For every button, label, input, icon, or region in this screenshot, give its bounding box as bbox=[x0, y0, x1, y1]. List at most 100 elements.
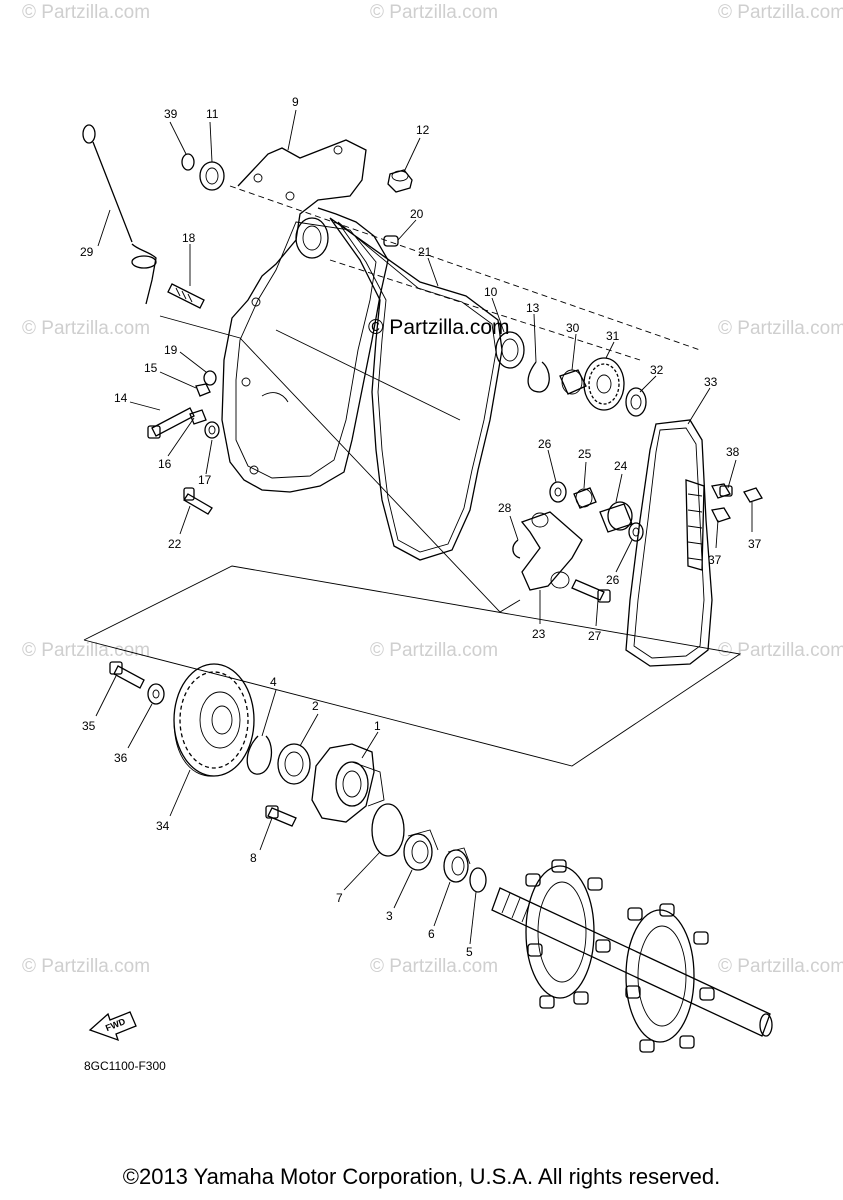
callout-21: 21 bbox=[418, 245, 432, 259]
fwd-arrow-icon: FWD bbox=[88, 1011, 137, 1042]
bearing-housing-part[interactable] bbox=[311, 743, 385, 823]
callout-26: 26 bbox=[538, 437, 552, 451]
callout-24: 24 bbox=[614, 459, 628, 473]
driven-sprocket-part[interactable] bbox=[173, 663, 255, 777]
clip-part[interactable] bbox=[512, 539, 521, 559]
callout-5: 5 bbox=[466, 945, 473, 959]
callout-17: 17 bbox=[198, 473, 212, 487]
callout-16: 16 bbox=[158, 457, 172, 471]
callout-34: 34 bbox=[156, 819, 170, 833]
oil-seal-part[interactable] bbox=[199, 161, 225, 191]
callout-15: 15 bbox=[144, 361, 158, 375]
callout-23: 23 bbox=[532, 627, 546, 641]
dowel-pin-part[interactable] bbox=[383, 235, 399, 247]
o-ring-part[interactable] bbox=[181, 153, 195, 171]
watermark-text: © Partzilla.com bbox=[718, 2, 843, 23]
callout-37: 37 bbox=[748, 537, 762, 551]
callout-35: 35 bbox=[82, 719, 96, 733]
watermark-text: © Partzilla.com bbox=[718, 956, 843, 977]
callout-4: 4 bbox=[270, 675, 277, 689]
watermark-text: © Partzilla.com bbox=[718, 318, 843, 339]
callout-33: 33 bbox=[704, 375, 718, 389]
drive-sprocket-part[interactable] bbox=[583, 357, 625, 411]
explode-lines bbox=[83, 185, 742, 767]
callout-2: 2 bbox=[312, 699, 319, 713]
washer-part[interactable] bbox=[549, 481, 567, 503]
callout-3: 3 bbox=[386, 909, 393, 923]
bolt-part[interactable] bbox=[109, 661, 145, 689]
callout-13: 13 bbox=[526, 301, 540, 315]
bolt-part[interactable] bbox=[571, 579, 611, 603]
circlip-part[interactable] bbox=[246, 735, 273, 775]
callout-6: 6 bbox=[428, 927, 435, 941]
washer-part[interactable] bbox=[204, 421, 220, 439]
o-ring-part[interactable] bbox=[371, 803, 405, 857]
diagram-code: 8GC1100-F300 bbox=[84, 1059, 166, 1073]
collar-part[interactable] bbox=[559, 369, 587, 395]
callout-8: 8 bbox=[250, 851, 257, 865]
nut-part[interactable] bbox=[195, 383, 211, 397]
leader-lines bbox=[95, 109, 753, 945]
callout-22: 22 bbox=[168, 537, 182, 551]
callout-19: 19 bbox=[164, 343, 178, 357]
drive-shaft-part[interactable] bbox=[491, 859, 773, 1053]
bolt-part[interactable] bbox=[183, 487, 213, 515]
callout-38: 38 bbox=[726, 445, 740, 459]
watermark-text: © Partzilla.com bbox=[370, 2, 499, 23]
callout-25: 25 bbox=[578, 447, 592, 461]
o-ring-part[interactable] bbox=[469, 867, 487, 893]
callout-12: 12 bbox=[416, 123, 430, 137]
callout-28: 28 bbox=[498, 501, 512, 515]
callout-29: 29 bbox=[80, 245, 94, 259]
callout-26: 26 bbox=[606, 573, 620, 587]
bolt-part[interactable] bbox=[711, 507, 731, 523]
callout-31: 31 bbox=[606, 329, 620, 343]
adjuster-bolt-part[interactable] bbox=[147, 407, 195, 439]
bolt-part[interactable] bbox=[711, 483, 733, 499]
callouts: 39 11 9 12 20 21 18 29 10 13 30 31 32 33… bbox=[80, 95, 762, 959]
clip-part[interactable] bbox=[203, 370, 217, 386]
callout-7: 7 bbox=[336, 891, 343, 905]
plug-part[interactable] bbox=[387, 169, 413, 193]
watermark-text: © Partzilla.com bbox=[22, 2, 151, 23]
callout-9: 9 bbox=[292, 95, 299, 109]
callout-36: 36 bbox=[114, 751, 128, 765]
tensioner-roller-part[interactable] bbox=[599, 501, 633, 533]
callout-37: 37 bbox=[708, 553, 722, 567]
callout-11: 11 bbox=[206, 107, 219, 121]
spacer-part[interactable] bbox=[443, 847, 471, 883]
callout-30: 30 bbox=[566, 321, 580, 335]
chaincase-cover-part[interactable] bbox=[221, 139, 389, 493]
drive-chain-part[interactable] bbox=[625, 419, 713, 667]
callout-20: 20 bbox=[410, 207, 424, 221]
watermark-text: © Partzilla.com bbox=[370, 640, 499, 661]
watermark-text: © Partzilla.com bbox=[718, 640, 843, 661]
dipstick-part[interactable] bbox=[82, 124, 157, 305]
thrust-washer-part[interactable] bbox=[625, 387, 647, 417]
callout-32: 32 bbox=[650, 363, 664, 377]
center-watermark: © Partzilla.com bbox=[368, 316, 510, 339]
watermark-text: © Partzilla.com bbox=[22, 640, 151, 661]
cover-gasket-part[interactable] bbox=[329, 217, 503, 561]
copyright-notice: ©2013 Yamaha Motor Corporation, U.S.A. A… bbox=[122, 1164, 721, 1189]
callout-39: 39 bbox=[164, 107, 178, 121]
callout-27: 27 bbox=[588, 629, 602, 643]
bolt-part[interactable] bbox=[743, 487, 763, 503]
washer-part[interactable] bbox=[628, 522, 644, 542]
watermark-text: © Partzilla.com bbox=[22, 956, 151, 977]
callout-10: 10 bbox=[484, 285, 498, 299]
tensioner-arm-part[interactable] bbox=[520, 511, 583, 591]
callout-18: 18 bbox=[182, 231, 196, 245]
bearing-part[interactable] bbox=[277, 743, 311, 785]
circlip-part[interactable] bbox=[527, 361, 550, 393]
watermark-text: © Partzilla.com bbox=[22, 318, 151, 339]
collar-part[interactable] bbox=[403, 829, 439, 871]
stud-bolt-part[interactable] bbox=[167, 283, 205, 309]
callout-1: 1 bbox=[374, 719, 381, 733]
bearing-part[interactable] bbox=[495, 331, 525, 369]
washer-part[interactable] bbox=[147, 683, 165, 705]
watermark-text: © Partzilla.com bbox=[370, 956, 499, 977]
needle-bearing-part[interactable] bbox=[573, 487, 597, 509]
